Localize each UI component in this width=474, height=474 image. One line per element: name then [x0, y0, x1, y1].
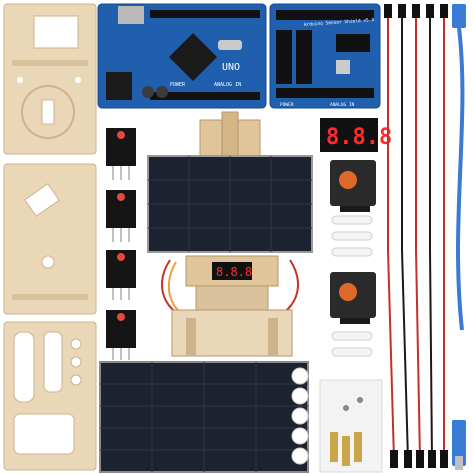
screw-bag [319, 379, 383, 473]
shield-analog-label: ANALOG IN [330, 102, 355, 108]
arduino-uno-board: UNO POWER ANALOG IN [97, 3, 267, 109]
usb-cable [452, 4, 466, 470]
servo-horns-1 [331, 215, 373, 257]
light-sensor-module-4 [106, 310, 136, 360]
servo-motor-1 [330, 160, 376, 212]
wood-panel-bottom [3, 321, 97, 471]
servo-horns-2 [331, 331, 373, 357]
assembled-solar-tracker: 8.8.8 [147, 111, 313, 357]
solar-panel [99, 361, 309, 473]
light-sensor-module-3 [106, 250, 136, 300]
arduino-analog-label: ANALOG IN [214, 82, 241, 88]
arduino-brand-label: UNO [222, 62, 240, 73]
display-digits: 8.8.8 [326, 125, 392, 150]
shield-title-label: Arduino Sensor Shield v5.0 [304, 17, 375, 28]
wood-panel-top [3, 3, 97, 155]
shield-power-label: POWER [280, 102, 294, 108]
spacers [291, 367, 309, 465]
servo-motor-2 [330, 272, 376, 324]
seven-segment-display: 8.8.8 [320, 118, 392, 152]
jumper-wires [384, 4, 448, 468]
tracker-mini-display: 8.8.8 [216, 265, 252, 279]
light-sensor-module-1 [106, 128, 136, 180]
wood-panel-middle [3, 163, 97, 315]
arduino-power-label: POWER [170, 82, 186, 88]
light-sensor-module-2 [106, 190, 136, 242]
sensor-shield-board: Arduino Sensor Shield v5.0 POWER ANALOG … [269, 3, 381, 109]
